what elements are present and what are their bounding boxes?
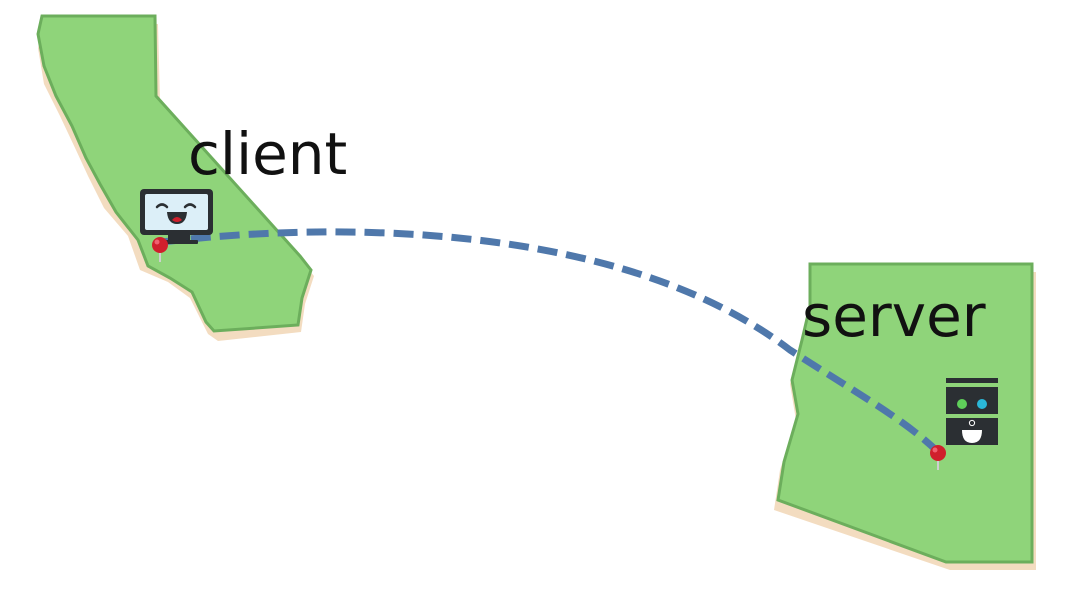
server-led-green [957,399,967,409]
client-pin-icon [152,237,168,262]
connection-line [161,228,941,455]
california-state-shape [36,14,313,333]
monitor-left-eye [155,203,169,209]
monitor-right-eye [183,203,197,209]
server-pin-shine [932,447,938,453]
server-label: server [802,282,986,350]
arizona-state-shape [776,262,1034,564]
monitor-tongue [172,217,182,222]
server-icon [946,378,998,445]
client-pin-head [152,237,168,253]
server-pin-icon [930,445,946,470]
server-drive-bay [962,430,982,443]
server-top-bar [946,378,998,383]
server-power-icon [968,419,976,427]
monitor-stand [168,234,190,242]
client-label: client [188,120,347,188]
server-pin-head [930,445,946,461]
california-state [36,14,314,341]
monitor-icon [140,189,213,244]
server-led-blue [977,399,987,409]
server-mid-panel [946,387,998,414]
monitor-base [160,240,198,244]
client-pin-shine [154,239,160,245]
